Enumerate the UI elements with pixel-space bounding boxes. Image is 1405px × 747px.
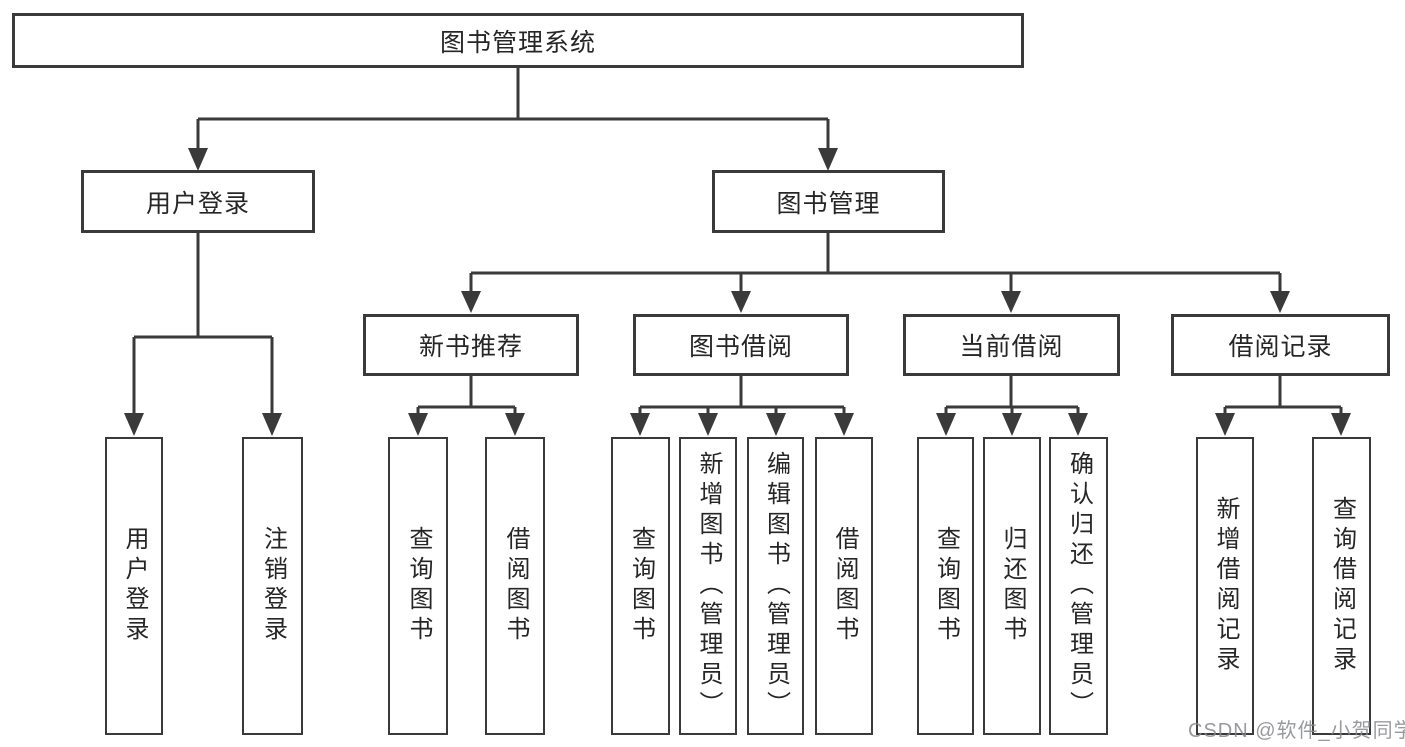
arrow-down-icon [1331,413,1351,436]
arrow-down-icon [731,291,751,313]
arrow-down-icon [818,148,838,171]
node-book-management: 图书管理 [712,170,945,233]
node-borrow-record: 借阅记录 [1171,314,1390,376]
leaf-query-books: 查询图书 [388,437,448,735]
arrow-down-icon [834,413,854,436]
arrow-down-icon [262,413,282,436]
connector-book-mgmt [469,233,1282,304]
node-book-borrow: 图书借阅 [633,314,849,376]
node-new-book-recommend: 新书推荐 [363,314,579,376]
arrow-down-icon [630,413,650,436]
arrow-down-icon [766,413,786,436]
arrow-down-icon [461,291,481,313]
arrow-down-icon [1270,291,1290,313]
leaf-return-book: 归还图书 [983,437,1041,735]
arrow-down-icon [188,148,208,171]
connector-root [196,68,830,160]
arrow-down-icon [124,413,144,436]
connector-new-book [416,376,517,427]
leaf-edit-book-admin: 编辑图书（管理员） [747,437,804,735]
node-user-login: 用户登录 [81,170,315,233]
leaf-add-book-admin: 新增图书（管理员） [679,437,737,735]
arrow-down-icon [1001,291,1021,313]
node-current-borrow: 当前借阅 [903,314,1120,376]
leaf-borrow-books: 借阅图书 [485,437,545,735]
arrow-down-icon [698,413,718,436]
leaf-user-login: 用户登录 [105,437,163,735]
leaf-confirm-return-admin: 确认归还（管理员） [1049,437,1108,735]
connector-user-login [132,233,274,425]
connector-borrow-record [1223,376,1343,427]
leaf-logout: 注销登录 [242,437,303,735]
node-root: 图书管理系统 [12,13,1024,68]
arrow-down-icon [1002,413,1022,436]
leaf-query-books: 查询图书 [611,437,670,735]
connector-book-borrow [638,376,846,427]
arrow-down-icon [1068,413,1088,436]
arrow-down-icon [1215,413,1235,436]
arrow-down-icon [408,413,428,436]
leaf-borrow-books: 借阅图书 [815,437,873,735]
leaf-add-borrow-record: 新增借阅记录 [1196,437,1254,735]
arrow-down-icon [505,413,525,436]
leaf-query-borrow-record: 查询借阅记录 [1312,437,1371,735]
watermark: CSDN @软件_小贺同学 [1188,720,1405,742]
arrow-down-icon [936,413,956,436]
leaf-query-books: 查询图书 [917,437,974,735]
